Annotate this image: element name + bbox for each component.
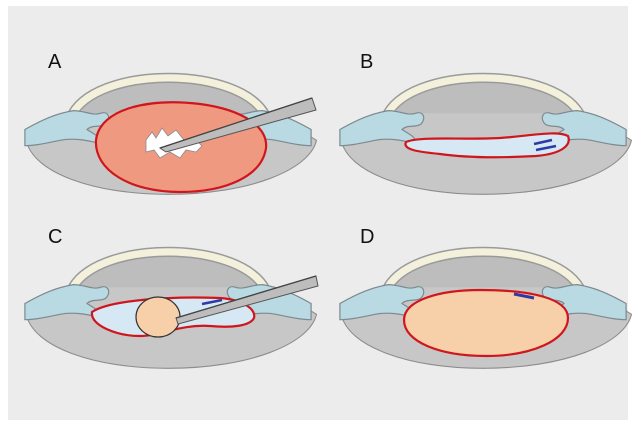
panel-d-label: D [360,226,374,248]
refilled-lens [404,290,568,356]
panel-b-eye [340,73,632,194]
panel-b-label: B [360,51,373,73]
panel-c: C [25,226,318,368]
panel-a-label: A [48,51,62,73]
panel-d: D [340,226,632,368]
panel-b: B [340,51,632,194]
panel-a: A [25,51,317,194]
injected-material-bubble [136,297,180,337]
panel-c-label: C [48,226,62,248]
